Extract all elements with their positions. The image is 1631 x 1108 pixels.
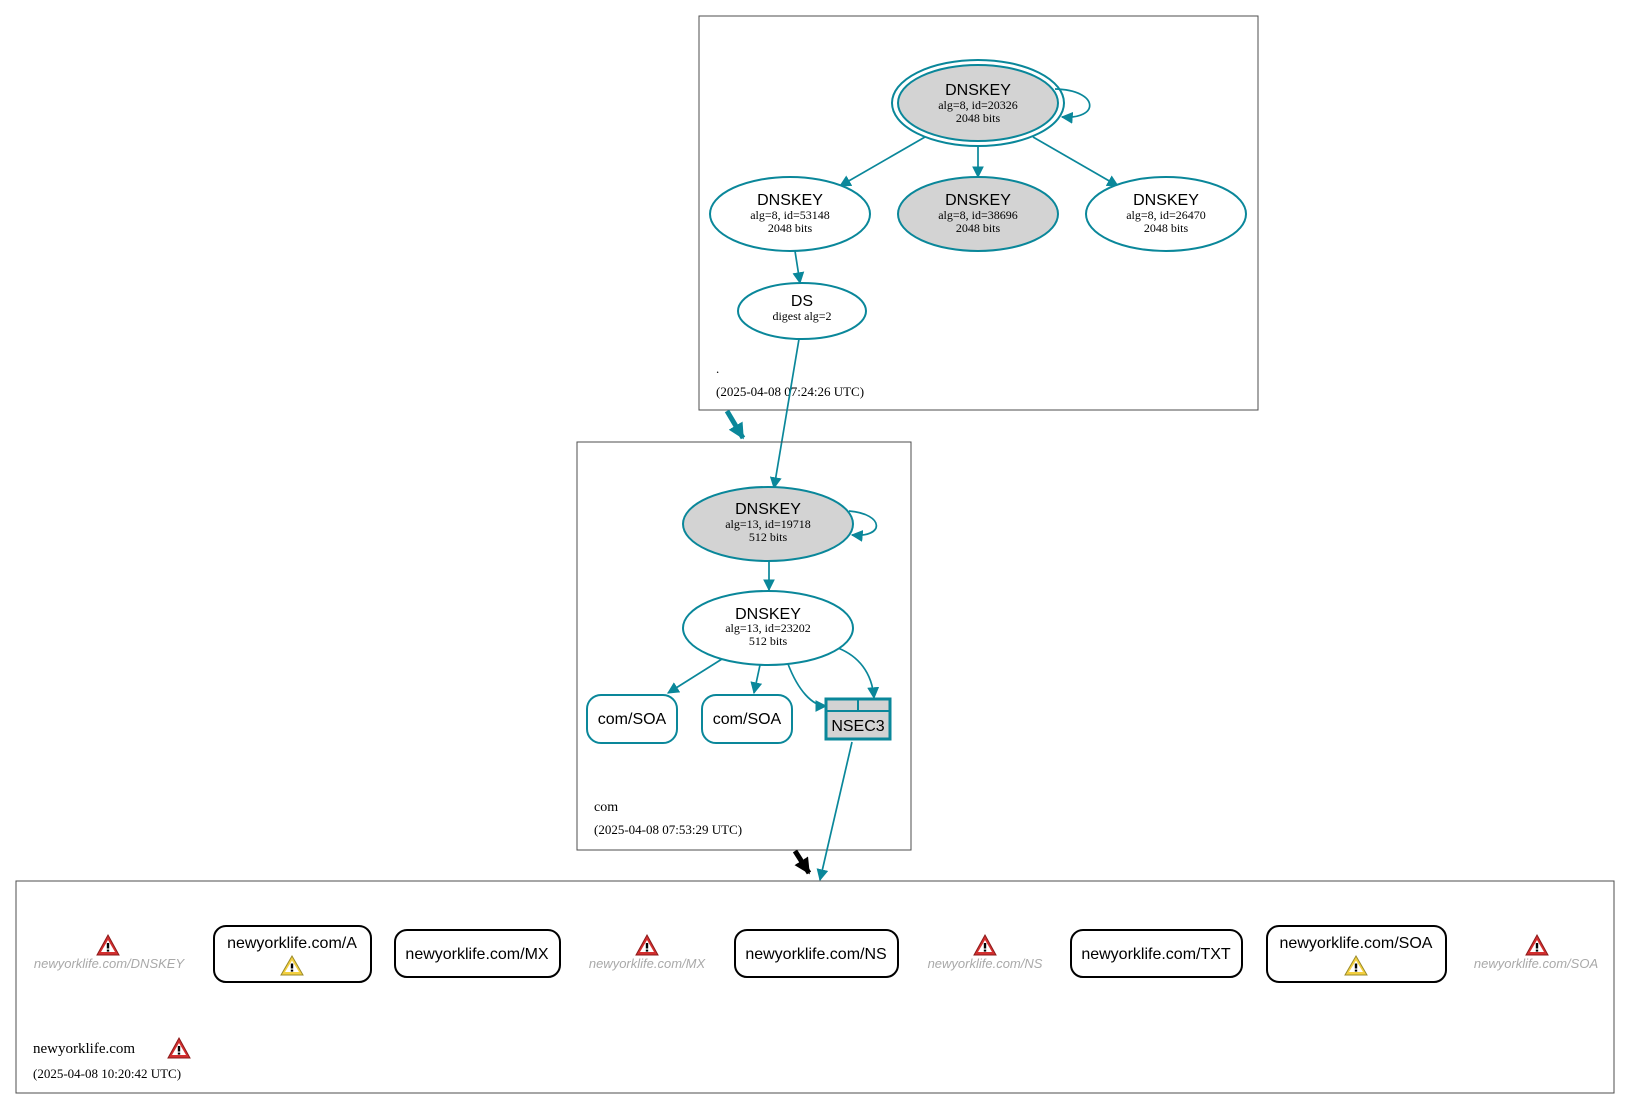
edge-root-ksk-to-53148 xyxy=(838,136,926,187)
a-record-label: newyorklife.com/A xyxy=(227,935,357,952)
root-ds-digest: digest alg=2 xyxy=(772,309,831,323)
root-dnskey-53148-alg: alg=8, id=53148 xyxy=(750,208,830,222)
root-dnskey-38696-title: DNSKEY xyxy=(945,192,1011,209)
mx-record-node[interactable]: newyorklife.com/MX xyxy=(394,929,561,978)
soa-error-icon xyxy=(1525,934,1549,956)
delegation-arrow-com-to-newyorklife xyxy=(792,849,812,875)
com-soa-label-2: com/SOA xyxy=(713,711,782,728)
root-zone-name: . xyxy=(716,361,719,376)
ns-error-icon xyxy=(973,934,997,956)
delegation-arrow-root-to-com xyxy=(724,409,746,440)
soa-record-label: newyorklife.com/SOA xyxy=(1280,935,1433,952)
root-dnskey-38696-alg: alg=8, id=38696 xyxy=(938,208,1018,222)
com-dnskey-23202-alg: alg=13, id=23202 xyxy=(725,621,811,635)
root-dnskey-26470-size: 2048 bits xyxy=(1144,221,1189,235)
ghost-dnskey-label: newyorklife.com/DNSKEY xyxy=(34,956,186,971)
ghost-ns-record[interactable]: newyorklife.com/NS xyxy=(928,934,1043,971)
root-dnskey-53148-size: 2048 bits xyxy=(768,221,813,235)
newyorklife-zone-name: newyorklife.com xyxy=(33,1041,135,1057)
com-soa-node-2[interactable]: com/SOA xyxy=(701,694,793,744)
root-dnskey-38696-node[interactable]: DNSKEY alg=8, id=38696 2048 bits xyxy=(897,176,1059,252)
txt-record-node[interactable]: newyorklife.com/TXT xyxy=(1070,929,1243,978)
root-dnskey-20326-alg: alg=8, id=20326 xyxy=(938,98,1018,112)
com-dnskey-23202-title: DNSKEY xyxy=(735,606,801,623)
ns-record-label: newyorklife.com/NS xyxy=(745,946,886,963)
com-soa-label-1: com/SOA xyxy=(598,711,667,728)
com-soa-node-1[interactable]: com/SOA xyxy=(586,694,678,744)
edge-root-ksk-to-26470 xyxy=(1032,136,1120,187)
com-nsec3-node[interactable]: NSEC3 xyxy=(824,697,892,741)
zone-error-icon[interactable] xyxy=(167,1037,191,1059)
root-dnskey-26470-alg: alg=8, id=26470 xyxy=(1126,208,1206,222)
com-dnskey-23202-node[interactable]: DNSKEY alg=13, id=23202 512 bits xyxy=(682,590,854,666)
root-dnskey-20326-node[interactable]: DNSKEY alg=8, id=20326 2048 bits xyxy=(891,59,1065,147)
ghost-dnskey-record[interactable]: newyorklife.com/DNSKEY xyxy=(34,934,186,971)
ghost-soa-label: newyorklife.com/SOA xyxy=(1474,956,1598,971)
com-dnskey-23202-size: 512 bits xyxy=(749,634,788,648)
root-ds-title: DS xyxy=(791,293,813,310)
root-dnskey-20326-title: DNSKEY xyxy=(945,82,1011,99)
mx-record-label: newyorklife.com/MX xyxy=(405,946,548,963)
root-dnskey-53148-node[interactable]: DNSKEY alg=8, id=53148 2048 bits xyxy=(709,176,871,252)
com-dnskey-19718-size: 512 bits xyxy=(749,530,788,544)
txt-record-label: newyorklife.com/TXT xyxy=(1081,946,1231,963)
edge-root-ksk-self xyxy=(1054,88,1091,124)
com-zone-box xyxy=(576,441,912,851)
com-dnskey-19718-alg: alg=13, id=19718 xyxy=(725,517,811,531)
edge-com-zsk-to-soa1 xyxy=(666,658,723,694)
root-dnskey-26470-node[interactable]: DNSKEY alg=8, id=26470 2048 bits xyxy=(1085,176,1247,252)
ghost-ns-label: newyorklife.com/NS xyxy=(928,956,1043,971)
root-zone-box xyxy=(698,15,1259,411)
edge-com-zsk-to-nsec3-b xyxy=(837,647,880,700)
dnskey-error-icon xyxy=(96,934,120,956)
ns-record-node[interactable]: newyorklife.com/NS xyxy=(734,929,899,978)
edge-com-zsk-to-nsec3-a xyxy=(787,663,828,712)
edge-com-ksk-self xyxy=(848,510,878,542)
ghost-mx-record[interactable]: newyorklife.com/MX xyxy=(589,934,707,971)
edge-ds-to-com-ksk xyxy=(769,338,800,490)
newyorklife-zone-timestamp: (2025-04-08 10:20:42 UTC) xyxy=(33,1066,181,1081)
ghost-soa-record[interactable]: newyorklife.com/SOA xyxy=(1474,934,1598,971)
com-zone-name: com xyxy=(594,800,618,815)
mx-error-icon xyxy=(635,934,659,956)
soa-record-node[interactable]: newyorklife.com/SOA xyxy=(1266,925,1447,983)
root-dnskey-38696-size: 2048 bits xyxy=(956,221,1001,235)
com-dnskey-19718-node[interactable]: DNSKEY alg=13, id=19718 512 bits xyxy=(682,486,854,562)
root-dnskey-20326-size: 2048 bits xyxy=(956,111,1001,125)
newyorklife-zone-box xyxy=(15,880,1615,1094)
ghost-mx-label: newyorklife.com/MX xyxy=(589,956,707,971)
a-record-node[interactable]: newyorklife.com/A xyxy=(213,925,372,983)
edge-53148-to-ds xyxy=(792,250,805,285)
root-dnskey-53148-title: DNSKEY xyxy=(757,192,823,209)
com-dnskey-19718-title: DNSKEY xyxy=(735,501,801,518)
edge-nsec3-to-newyorklife xyxy=(816,741,853,882)
com-nsec3-label: NSEC3 xyxy=(831,718,884,735)
com-zone-timestamp: (2025-04-08 07:53:29 UTC) xyxy=(594,822,742,837)
root-ds-node[interactable]: DS digest alg=2 xyxy=(737,282,867,340)
edge-com-zsk-to-soa2 xyxy=(750,664,763,695)
root-dnskey-26470-title: DNSKEY xyxy=(1133,192,1199,209)
